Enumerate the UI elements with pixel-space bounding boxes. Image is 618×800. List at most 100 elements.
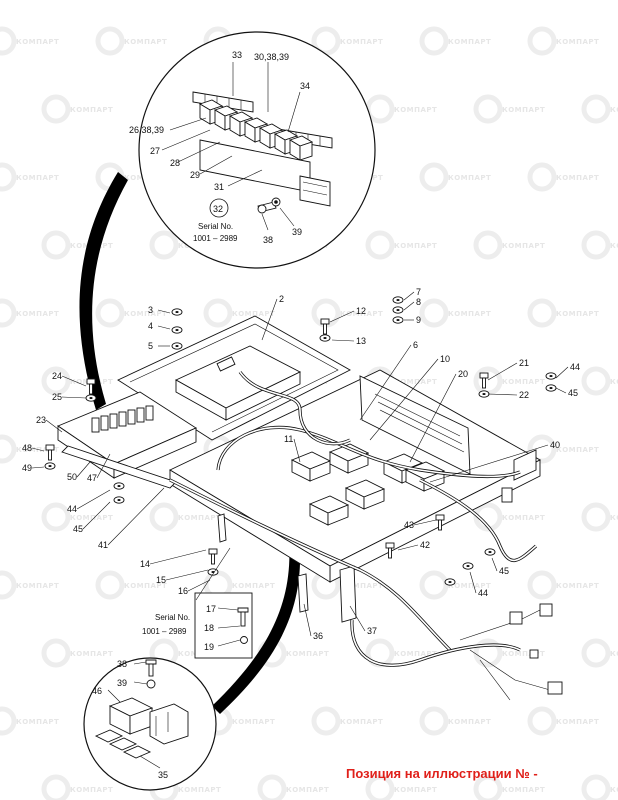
callout-leader: [469, 571, 477, 594]
watermark-text: КОМПАРТ: [16, 718, 59, 726]
bolt: [320, 318, 330, 335]
callout-leader: [329, 310, 355, 323]
watermark-text: КОМПАРТ: [610, 378, 618, 386]
illustration-position-caption: Позиция на иллюстрации № -: [346, 766, 538, 781]
callout-label: 20: [458, 369, 468, 379]
inset-bottom-label-35: 35: [158, 770, 168, 780]
chassis-relay: [308, 495, 350, 526]
watermark-text: КОМПАРТ: [448, 174, 491, 182]
watermark-text: КОМПАРТ: [232, 718, 275, 726]
watermark-text: КОМПАРТ: [556, 310, 599, 318]
serial-box-label-18: 18: [204, 623, 214, 633]
callout-leader: [555, 387, 567, 394]
watermark-text: КОМПАРТ: [394, 786, 437, 794]
callout-leader: [403, 301, 415, 311]
callout-leader: [487, 362, 518, 381]
callout-leader: [487, 393, 518, 396]
inset-top-label-32: 32: [213, 204, 223, 214]
inset-top-label-26-38-39: 26,38,39: [129, 125, 164, 135]
serial-box-label-19: 19: [204, 642, 214, 652]
callout-leader: [76, 461, 91, 478]
inset-top-serial-title: Serial No.: [198, 222, 233, 231]
callout-leader: [397, 544, 419, 551]
watermark-text: КОМПАРТ: [502, 378, 545, 386]
watermark-text: КОМПАРТ: [124, 582, 167, 590]
callout-label: 13: [356, 336, 366, 346]
callout-label: 25: [52, 392, 62, 402]
washer: [171, 342, 183, 350]
inset-bottom: 38 39 46 35: [83, 657, 217, 791]
inset-top-label-29: 29: [190, 170, 200, 180]
inset-top-label-30-38-39: 30,38,39: [254, 52, 289, 62]
rail-relay: [91, 417, 100, 433]
watermark-text: КОМПАРТ: [286, 786, 329, 794]
callout-label: 15: [156, 575, 166, 585]
callout-leader: [165, 569, 209, 581]
washer: [319, 334, 331, 342]
callout-leader: [76, 489, 111, 510]
washer: [392, 306, 404, 314]
callout-label: 4: [148, 321, 153, 331]
callout-leader: [45, 419, 63, 433]
callout-label: 11: [284, 434, 293, 444]
washer: [444, 578, 456, 586]
watermark-text: КОМПАРТ: [178, 514, 221, 522]
rail-relay: [127, 409, 136, 425]
watermark-text: КОМПАРТ: [502, 242, 545, 250]
washer: [44, 462, 56, 470]
inset-top-label-39: 39: [292, 227, 302, 237]
callout-leader: [293, 438, 301, 463]
callout-label: 9: [416, 315, 421, 325]
callout-label: 44: [478, 588, 488, 598]
callout-label: 45: [73, 524, 83, 534]
washer: [462, 562, 474, 570]
callout-label: 8: [416, 297, 421, 307]
watermark-text: КОМПАРТ: [448, 38, 491, 46]
watermark-text: КОМПАРТ: [340, 38, 383, 46]
inset-bottom-label-46: 46: [92, 686, 102, 696]
callout-leader: [61, 375, 87, 387]
callout-leader: [31, 466, 45, 469]
watermark-text: КОМПАРТ: [502, 650, 545, 658]
callout-leader: [331, 339, 355, 342]
inset-top: 33 30,38,39 34 26,38,39 27 28 29 31 32 3…: [129, 31, 376, 269]
callout-leader: [157, 325, 171, 330]
callout-leader: [261, 298, 278, 341]
callout-leader: [409, 373, 457, 463]
watermark-text: КОМПАРТ: [340, 582, 383, 590]
washer: [545, 372, 557, 380]
callout-label: 45: [568, 388, 578, 398]
main-assembly: [44, 296, 563, 701]
washer: [545, 384, 557, 392]
watermark-text: КОМПАРТ: [394, 378, 437, 386]
watermark-text: КОМПАРТ: [610, 514, 618, 522]
callout-label: 47: [87, 473, 97, 483]
callout-leader: [157, 309, 171, 314]
inset-top-label-34: 34: [300, 81, 310, 91]
watermark-text: КОМПАРТ: [340, 718, 383, 726]
callout-label: 24: [52, 371, 62, 381]
watermark-text: КОМПАРТ: [16, 174, 59, 182]
callout-label: 21: [519, 358, 529, 368]
callout-leader: [349, 605, 366, 632]
watermark-text: КОМПАРТ: [448, 718, 491, 726]
watermark-text: КОМПАРТ: [178, 786, 221, 794]
watermark-text: КОМПАРТ: [448, 582, 491, 590]
relay: [288, 135, 314, 161]
callout-leader: [369, 358, 439, 441]
watermark-text: КОМПАРТ: [610, 786, 618, 794]
callout-leader: [303, 603, 312, 637]
watermark-text: КОМПАРТ: [70, 786, 113, 794]
watermark-text: КОМПАРТ: [232, 582, 275, 590]
callout-leader: [96, 453, 111, 479]
watermark-text: КОМПАРТ: [16, 446, 59, 454]
washer: [85, 394, 97, 402]
callout-leader: [187, 579, 211, 592]
watermark-text: КОМПАРТ: [232, 310, 275, 318]
callout-label: 37: [367, 626, 377, 636]
washer: [392, 316, 404, 324]
watermark-text: КОМПАРТ: [610, 650, 618, 658]
